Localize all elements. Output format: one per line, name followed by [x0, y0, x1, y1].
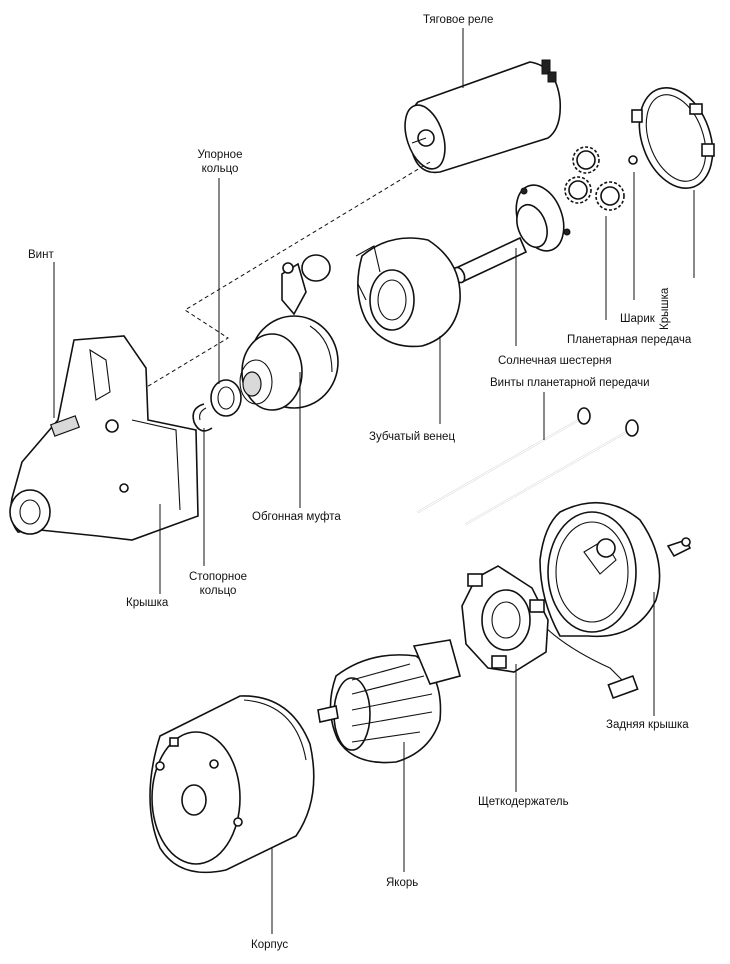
planetary-gears-part	[564, 146, 625, 211]
rear-cover-part	[539, 501, 692, 700]
label-housing: Корпус	[251, 939, 289, 951]
thrust-ring-part	[210, 379, 242, 417]
label-planetary-gear: Планетарная передача	[567, 334, 692, 346]
ring-gear-part	[355, 237, 461, 348]
label-sun-gear: Солнечная шестерня	[498, 355, 612, 367]
label-thrust-ring: Упорное кольцо	[197, 149, 243, 175]
retaining-ring-part	[192, 403, 213, 432]
label-ball: Шарик	[620, 313, 655, 325]
wiring-dashed-line	[144, 161, 431, 389]
label-solenoid: Тяговое реле	[423, 14, 494, 26]
label-cover-left: Крышка	[126, 597, 169, 609]
left-cover-part	[9, 335, 199, 541]
label-cover-right: Крышка	[659, 287, 671, 330]
label-armature: Якорь	[386, 877, 419, 889]
label-retaining-ring: Стопорное кольцо	[189, 571, 247, 597]
armature-part	[317, 639, 461, 764]
label-planetary-screws: Винты планетарной передачи	[490, 377, 650, 389]
housing-part	[149, 695, 315, 874]
ball-part	[628, 155, 638, 165]
lever-part	[281, 254, 331, 316]
overrunning-clutch-part	[239, 315, 339, 411]
sun-gear-part	[452, 184, 571, 284]
label-screw: Винт	[28, 249, 54, 261]
label-rear-cover: Задняя крышка	[606, 719, 689, 731]
solenoid-part	[404, 59, 562, 174]
label-ring-gear: Зубчатый венец	[369, 431, 456, 443]
label-brush-holder: Щеткодержатель	[478, 796, 569, 808]
right-cover-part	[631, 86, 715, 190]
brush-holder-part	[461, 565, 549, 673]
planetary-screws-part	[417, 407, 639, 525]
label-overrunning-clutch: Обгонная муфта	[252, 511, 341, 523]
